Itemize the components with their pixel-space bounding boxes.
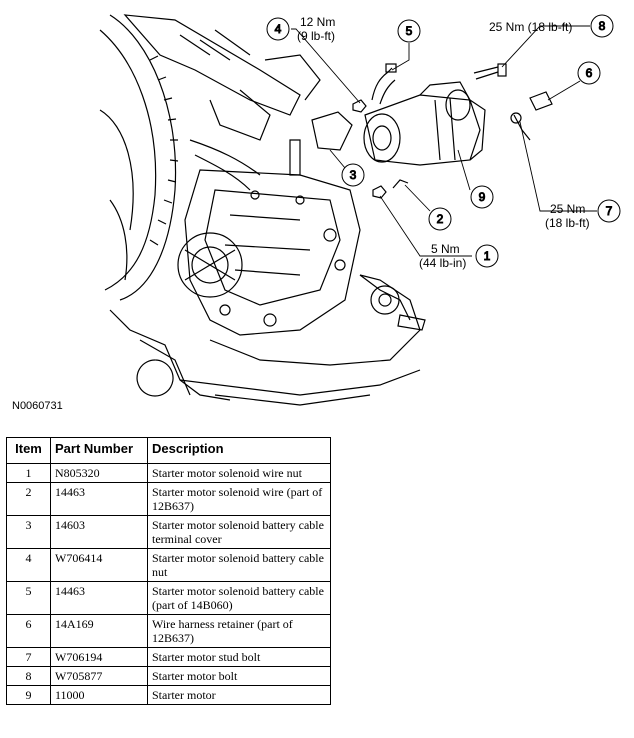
svg-text:4: 4 — [275, 22, 282, 36]
svg-text:6: 6 — [586, 66, 593, 80]
callout-4: 4 — [266, 17, 290, 41]
parts-table: Item Part Number Description 1 N805320 S… — [6, 437, 331, 705]
table-row: 4 W706414 Starter motor solenoid battery… — [6, 548, 331, 582]
header-description: Description — [147, 437, 331, 464]
cell-desc: Starter motor stud bolt — [147, 647, 331, 667]
callout-3: 3 — [341, 163, 365, 187]
cell-item: 1 — [6, 463, 51, 483]
table-header-row: Item Part Number Description — [6, 437, 331, 464]
cell-desc: Starter motor solenoid battery cable (pa… — [147, 581, 331, 615]
cell-desc: Starter motor solenoid battery cable nut — [147, 548, 331, 582]
torque-1-alt: (44 lb-in) — [419, 256, 466, 270]
cell-desc: Starter motor bolt — [147, 666, 331, 686]
cell-desc: Starter motor — [147, 685, 331, 705]
svg-text:7: 7 — [606, 204, 613, 218]
cell-part: W706194 — [50, 647, 148, 667]
cell-part: 11000 — [50, 685, 148, 705]
cell-desc: Wire harness retainer (part of 12B637) — [147, 614, 331, 648]
cell-item: 7 — [6, 647, 51, 667]
svg-text:3: 3 — [350, 168, 357, 182]
engine-illustration — [99, 14, 426, 406]
cell-item: 4 — [6, 548, 51, 582]
torque-8: 25 Nm (18 lb-ft) — [489, 20, 572, 34]
exploded-view-diagram: 4 5 8 6 3 9 7 2 1 12 Nm (9 lb-ft) 25 Nm … — [99, 14, 621, 406]
svg-text:2: 2 — [437, 212, 444, 226]
callout-5: 5 — [397, 19, 421, 43]
callout-7: 7 — [597, 199, 621, 223]
torque-4: 12 Nm — [300, 15, 335, 29]
svg-text:8: 8 — [599, 19, 606, 33]
header-item: Item — [6, 437, 51, 464]
cell-item: 5 — [6, 581, 51, 615]
header-part-number: Part Number — [50, 437, 148, 464]
torque-labels: 12 Nm (9 lb-ft) 25 Nm (18 lb-ft) 25 Nm (… — [297, 15, 590, 270]
table-row: 7 W706194 Starter motor stud bolt — [6, 647, 331, 667]
table-row: 8 W705877 Starter motor bolt — [6, 666, 331, 686]
torque-4-alt: (9 lb-ft) — [297, 29, 335, 43]
torque-1: 5 Nm — [431, 242, 460, 256]
cell-part: 14603 — [50, 515, 148, 549]
cell-item: 6 — [6, 614, 51, 648]
svg-text:9: 9 — [479, 190, 486, 204]
cell-part: 14A169 — [50, 614, 148, 648]
cell-desc: Starter motor solenoid wire (part of 12B… — [147, 482, 331, 516]
callout-1: 1 — [475, 244, 499, 268]
cell-part: 14463 — [50, 581, 148, 615]
cell-part: W705877 — [50, 666, 148, 686]
cell-item: 8 — [6, 666, 51, 686]
table-row: 1 N805320 Starter motor solenoid wire nu… — [6, 463, 331, 483]
figure-id: N0060731 — [12, 400, 63, 412]
table-row: 3 14603 Starter motor solenoid battery c… — [6, 515, 331, 549]
cell-desc: Starter motor solenoid wire nut — [147, 463, 331, 483]
callout-8: 8 — [590, 14, 614, 38]
cell-part: 14463 — [50, 482, 148, 516]
table-row: 9 11000 Starter motor — [6, 685, 331, 705]
callout-6: 6 — [577, 61, 601, 85]
leader-lines — [291, 25, 597, 257]
table-row: 2 14463 Starter motor solenoid wire (par… — [6, 482, 331, 516]
callout-markers: 4 5 8 6 3 9 7 2 1 — [266, 14, 621, 268]
cell-item: 3 — [6, 515, 51, 549]
starter-motor-illustration — [311, 63, 553, 199]
torque-7: 25 Nm — [550, 202, 585, 216]
cell-part: W706414 — [50, 548, 148, 582]
table-row: 6 14A169 Wire harness retainer (part of … — [6, 614, 331, 648]
cell-item: 2 — [6, 482, 51, 516]
callout-2: 2 — [428, 207, 452, 231]
cell-part: N805320 — [50, 463, 148, 483]
table-row: 5 14463 Starter motor solenoid battery c… — [6, 581, 331, 615]
torque-7-alt: (18 lb-ft) — [545, 216, 590, 230]
svg-text:1: 1 — [484, 249, 491, 263]
svg-text:5: 5 — [406, 24, 413, 38]
cell-item: 9 — [6, 685, 51, 705]
callout-9: 9 — [470, 185, 494, 209]
cell-desc: Starter motor solenoid battery cable ter… — [147, 515, 331, 549]
